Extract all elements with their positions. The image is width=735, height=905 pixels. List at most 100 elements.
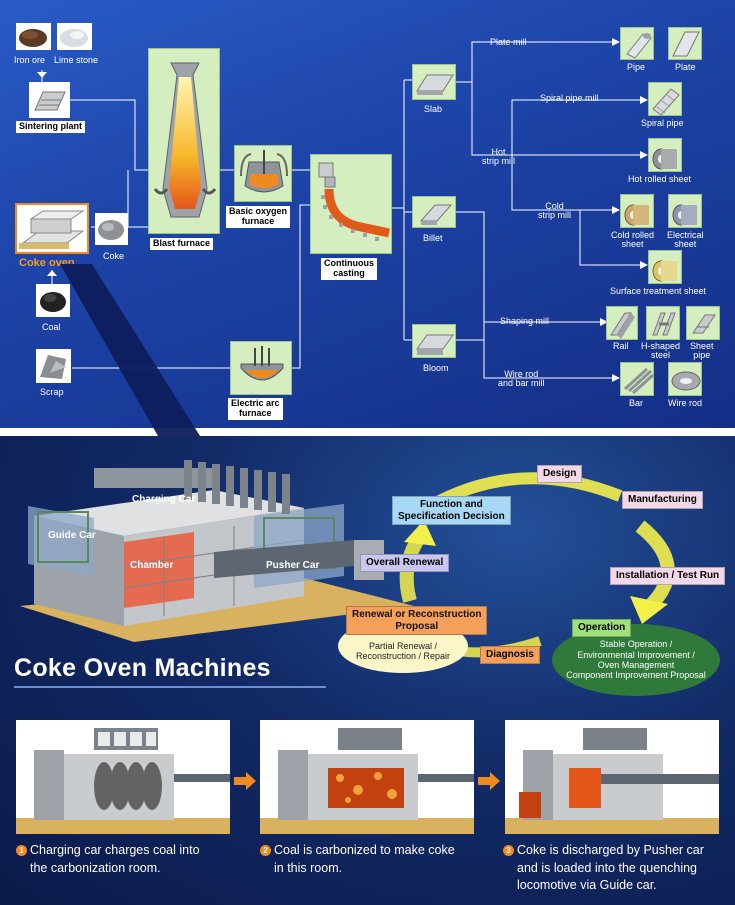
step-2-panel: [260, 720, 474, 834]
slab-box: [412, 64, 456, 100]
spiral-pipe-label: Spiral pipe: [641, 118, 684, 128]
plate-mill-label: Plate mill: [490, 37, 527, 47]
lime-stone-image: [57, 23, 92, 50]
coal-label: Coal: [42, 322, 61, 332]
diagnosis-tag: Diagnosis: [480, 646, 540, 664]
slab-image: [416, 74, 454, 95]
electrical-sheet-box: [668, 194, 702, 228]
electrical-sheet-image: [672, 204, 697, 226]
scrap-image: [36, 349, 71, 383]
coke-oven-image: [15, 203, 89, 254]
blast-furnace-box: [148, 48, 220, 234]
spiral-pipe-box: [648, 82, 682, 116]
pipe-label: Pipe: [627, 62, 646, 72]
step-arrow-1: [234, 772, 256, 790]
charging-car-label: Charging Car: [132, 494, 195, 505]
blast-furnace-label: Blast furnace: [150, 238, 214, 250]
coke-oven-machines-section: Charging Car Guide Car Chamber Pusher Ca…: [0, 436, 735, 905]
step-arrow-2: [478, 772, 500, 790]
coke-image: [95, 213, 128, 245]
billet-image: [419, 204, 453, 225]
step-2-number: 2: [260, 845, 271, 856]
bar-label: Bar: [629, 398, 644, 408]
hot-rolled-sheet-box: [648, 138, 682, 172]
design-tag: Design: [537, 465, 583, 483]
coke-label: Coke: [103, 251, 125, 261]
sheet-pipe-image: [692, 314, 716, 334]
surface-treatment-sheet-image: [652, 260, 677, 282]
rail-image: [610, 312, 635, 339]
bloom-label: Bloom: [423, 363, 449, 373]
surface-treatment-sheet-box: [648, 250, 682, 284]
guide-car-label: Guide Car: [48, 530, 96, 541]
scrap-label: Scrap: [40, 387, 64, 397]
coal-image: [36, 284, 70, 317]
plate-label: Plate: [675, 62, 696, 72]
step-1-image: [16, 728, 230, 834]
billet-label: Billet: [423, 233, 443, 243]
rail-box: [606, 306, 638, 340]
electric-arc-furnace-image: [240, 346, 284, 381]
lime-stone-label: Lime stone: [54, 55, 99, 65]
manufacturing-tag: Manufacturing: [622, 491, 703, 509]
slab-label: Slab: [424, 104, 443, 114]
step-2-image: [260, 728, 474, 834]
hot-rolled-sheet-image: [652, 148, 677, 170]
installation-tag: Installation / Test Run: [610, 567, 726, 585]
plate-box: [668, 27, 702, 60]
electric-arc-furnace-box: [230, 341, 292, 395]
pusher-car-label: Pusher Car: [266, 560, 319, 571]
overall-renewal-tag: Overall Renewal: [360, 554, 450, 572]
cold-rolled-sheet-box: [620, 194, 654, 228]
billet-box: [412, 196, 456, 228]
wire-rod-box: [668, 362, 702, 396]
plate-image: [672, 31, 700, 57]
coke-oven-machine-illustration: Charging Car Guide Car Chamber Pusher Ca…: [20, 460, 414, 642]
step-3-number: 3: [503, 845, 514, 856]
chamber-label: Chamber: [130, 560, 173, 571]
bar-image: [623, 367, 655, 395]
step-3-panel: [505, 720, 719, 834]
rail-label: Rail: [613, 341, 629, 351]
h-shaped-steel-image: [652, 312, 676, 336]
pipe-image: [626, 33, 652, 59]
bar-box: [620, 362, 655, 396]
blast-furnace-image: [153, 62, 217, 218]
coke-oven-label: Coke oven: [19, 257, 75, 269]
step-1-panel: [16, 720, 230, 834]
step-3-image: [505, 728, 719, 834]
section-divider: [0, 428, 735, 436]
pipe-box: [620, 27, 654, 60]
spiral-pipe-mill-label: Spiral pipe mill: [540, 93, 599, 103]
operation-tag: Operation: [572, 619, 632, 637]
h-shaped-steel-box: [646, 306, 680, 340]
hot-rolled-sheet-label: Hot rolled sheet: [628, 174, 692, 184]
surface-treatment-sheet-label: Surface treatment sheet: [610, 286, 707, 296]
sintering-plant-image: [29, 82, 70, 118]
continuous-casting-box: [310, 154, 392, 254]
step-1-number: 1: [16, 845, 27, 856]
spiral-pipe-image: [652, 88, 680, 116]
wire-rod-image: [671, 371, 701, 391]
basic-oxygen-furnace-image: [240, 150, 288, 193]
sheet-pipe-box: [686, 306, 720, 340]
title-underline: [14, 686, 326, 688]
cold-rolled-sheet-image: [624, 204, 649, 226]
iron-ore-image: [16, 23, 51, 50]
wire-rod-label: Wire rod: [668, 398, 703, 408]
bloom-image: [416, 334, 454, 355]
